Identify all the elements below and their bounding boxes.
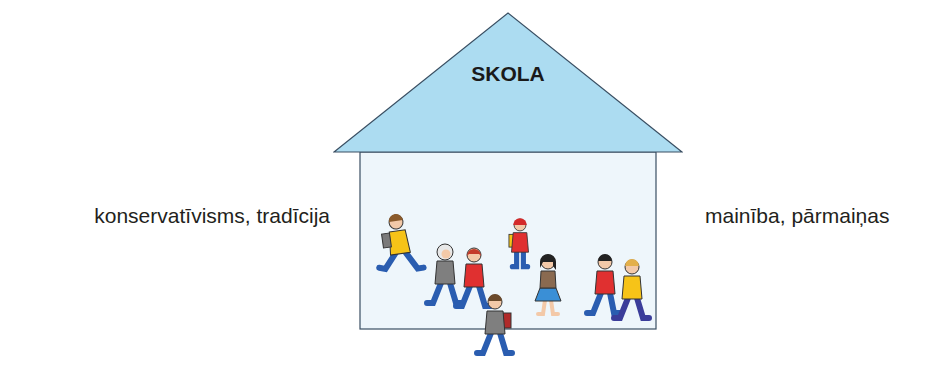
house-outline (333, 12, 683, 330)
pupil-figure (509, 218, 529, 266)
pupil-figure (427, 244, 462, 303)
pupil-figure (614, 259, 649, 318)
pupil-figure (587, 254, 620, 313)
house-title: SKOLA (471, 62, 545, 86)
side-label: konservatīvisms, tradīcija (94, 204, 330, 228)
pupil-figure (477, 294, 512, 353)
side-label: mainība, pārmaiņas (705, 204, 889, 228)
pupil-figure (535, 254, 561, 314)
school-house: SKOLA (333, 12, 683, 330)
pupil-figure (456, 248, 491, 306)
pupil-figure (372, 211, 424, 274)
